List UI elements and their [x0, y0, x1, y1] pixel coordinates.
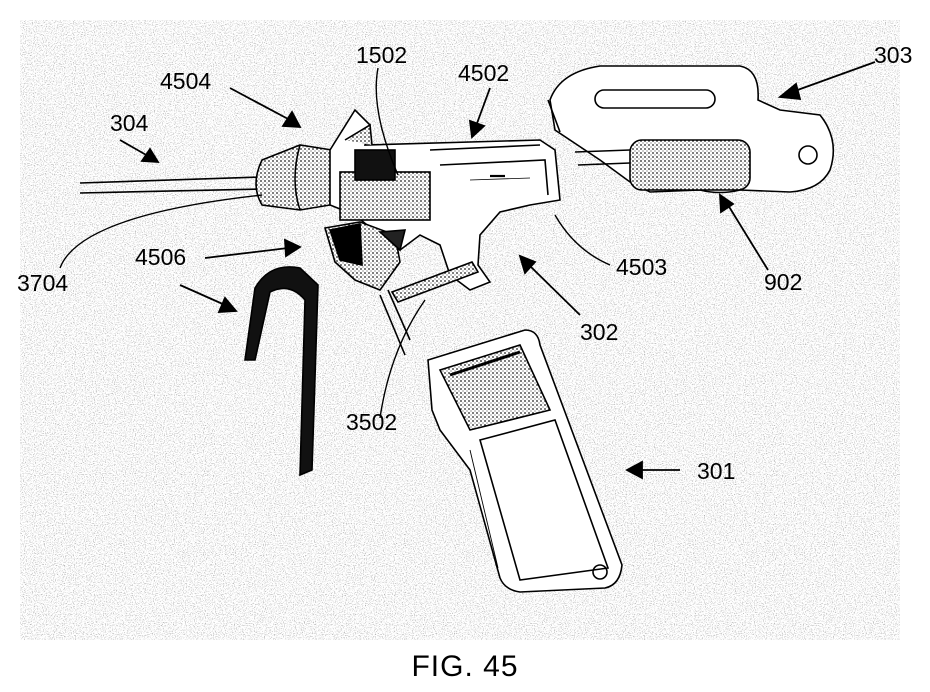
ref-4506: 4506 — [135, 246, 186, 269]
ref-303: 303 — [874, 44, 912, 67]
ref-3704: 3704 — [17, 272, 68, 295]
ref-302: 302 — [580, 321, 618, 344]
ref-1502: 1502 — [356, 44, 407, 67]
ref-301: 301 — [697, 460, 735, 483]
ref-304: 304 — [110, 112, 148, 135]
ref-902: 902 — [764, 271, 802, 294]
ref-4504: 4504 — [160, 70, 211, 93]
ref-4503: 4503 — [616, 256, 667, 279]
ref-3502: 3502 — [346, 411, 397, 434]
figure-caption: FIG. 45 — [0, 650, 930, 684]
ref-4502: 4502 — [458, 62, 509, 85]
